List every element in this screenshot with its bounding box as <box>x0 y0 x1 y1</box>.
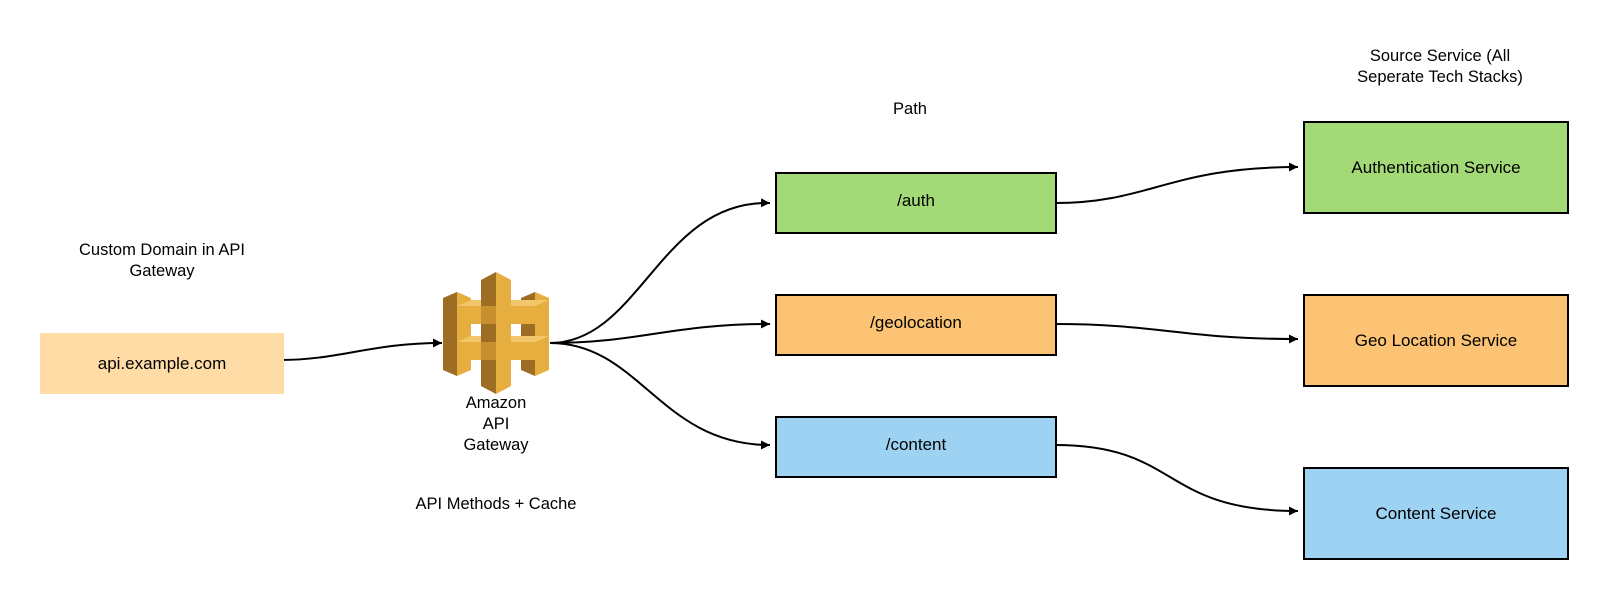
custom-domain-text: api.example.com <box>97 353 227 373</box>
path-box-content[interactable]: /content <box>775 416 1057 478</box>
path-label: /auth <box>897 191 935 210</box>
edge-content-to-content-service <box>1054 444 1299 516</box>
edge-gateway-to-content <box>549 342 771 450</box>
custom-domain-box[interactable]: api.example.com <box>40 333 284 394</box>
path-label: /content <box>885 435 947 454</box>
service-box-geo-location[interactable]: Geo Location Service <box>1303 294 1569 387</box>
edge-geolocation-to-geo-service <box>1054 323 1299 344</box>
amazon-api-gateway-icon <box>443 272 549 394</box>
source-service-header: Source Service (All Seperate Tech Stacks… <box>1357 47 1523 86</box>
edge-auth-to-authentication-service <box>1054 162 1299 204</box>
service-label: Authentication Service <box>1351 157 1521 177</box>
gateway-name-label: Amazon API Gateway <box>463 394 529 454</box>
service-label: Geo Location Service <box>1354 330 1518 350</box>
path-header: Path <box>893 100 927 118</box>
path-box-geolocation[interactable]: /geolocation <box>775 294 1057 356</box>
edge-domain-to-gateway <box>279 338 443 361</box>
custom-domain-label: Custom Domain in API Gateway <box>79 241 245 280</box>
path-box-auth[interactable]: /auth <box>775 172 1057 234</box>
path-label: /geolocation <box>870 313 962 332</box>
service-box-authentication[interactable]: Authentication Service <box>1303 121 1569 214</box>
service-label: Content Service <box>1375 503 1497 523</box>
api-methods-label: API Methods + Cache <box>415 495 577 513</box>
edge-gateway-to-geolocation <box>549 319 771 344</box>
service-box-content[interactable]: Content Service <box>1303 467 1569 560</box>
edge-gateway-to-auth <box>549 198 771 344</box>
